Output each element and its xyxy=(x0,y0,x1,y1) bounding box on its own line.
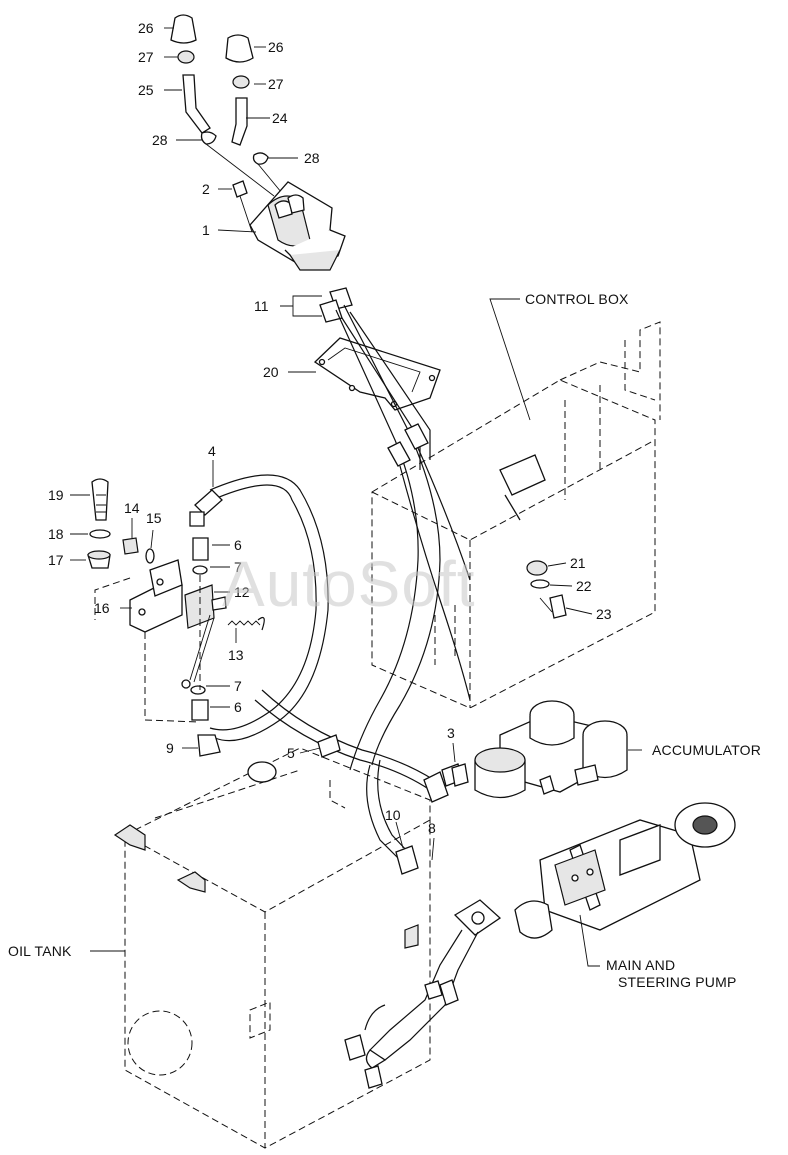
callout-6: 6 xyxy=(234,699,242,715)
nut-28-left xyxy=(200,131,217,145)
callout-11: 11 xyxy=(254,298,269,314)
small-parts xyxy=(87,478,265,757)
knob-26-left xyxy=(170,14,197,44)
watermark: AutoSoft xyxy=(222,548,476,620)
callout-7: 7 xyxy=(234,678,242,694)
nut-27-right xyxy=(232,75,250,89)
callout-15: 15 xyxy=(146,510,162,526)
callout-8: 8 xyxy=(428,820,436,836)
callout-7: 7 xyxy=(234,559,242,575)
pilot-hoses xyxy=(335,304,471,771)
callout-13: 13 xyxy=(228,647,244,663)
callout-19: 19 xyxy=(48,487,64,503)
oring-7-upper xyxy=(192,565,208,575)
connector-11 xyxy=(319,287,353,323)
leader-lines xyxy=(70,27,642,967)
oil-tank-outline xyxy=(113,747,431,1149)
callout-5: 5 xyxy=(287,745,295,761)
nut-27-left xyxy=(177,50,195,64)
callout-20: 20 xyxy=(263,364,279,380)
callout-24: 24 xyxy=(272,110,288,126)
callout-27: 27 xyxy=(138,49,154,65)
callout-6: 6 xyxy=(234,537,242,553)
plug-23 xyxy=(549,594,567,619)
main-steering-pump xyxy=(344,802,736,1089)
callout-2: 2 xyxy=(202,181,210,197)
hose-4 xyxy=(189,474,329,742)
accumulator xyxy=(451,700,628,799)
label-accumulator: ACCUMULATOR xyxy=(652,742,761,758)
fitting-6-lower xyxy=(191,699,209,721)
callout-14: 14 xyxy=(124,500,140,516)
control-box-outline xyxy=(371,321,661,709)
label-control-box: CONTROL BOX xyxy=(525,291,629,307)
callout-22: 22 xyxy=(576,578,592,594)
oring-7-lower xyxy=(190,685,206,695)
callout-9: 9 xyxy=(166,740,174,756)
washer-15 xyxy=(145,548,155,564)
callout-10: 10 xyxy=(385,807,401,823)
fittings-21-23 xyxy=(526,560,567,619)
callout-23: 23 xyxy=(596,606,612,622)
callout-25: 25 xyxy=(138,82,154,98)
bolt-19 xyxy=(91,478,109,521)
washer-22 xyxy=(530,579,550,589)
callout-3: 3 xyxy=(447,725,455,741)
adapter-21 xyxy=(526,560,548,576)
callout-21: 21 xyxy=(570,555,586,571)
lever-24 xyxy=(231,97,248,146)
pilot-valve xyxy=(170,14,346,271)
callout-28: 28 xyxy=(152,132,168,148)
label-oil-tank: OIL TANK xyxy=(8,943,72,959)
label-pump-line2: STEERING PUMP xyxy=(618,974,737,990)
nut-28-right xyxy=(252,152,269,165)
callout-4: 4 xyxy=(208,443,216,459)
elbow-9 xyxy=(197,734,221,757)
callout-26: 26 xyxy=(268,39,284,55)
label-pump-line1: MAIN AND xyxy=(606,957,675,973)
nut-14 xyxy=(122,537,139,555)
callout-12: 12 xyxy=(234,584,250,600)
callouts: 26 27 25 28 26 27 24 28 2 1 11 20 4 19 1… xyxy=(48,20,612,836)
labels: CONTROL BOX ACCUMULATOR MAIN AND STEERIN… xyxy=(8,291,761,990)
callout-18: 18 xyxy=(48,526,64,542)
callout-1: 1 xyxy=(202,222,210,238)
callout-27: 27 xyxy=(268,76,284,92)
callout-16: 16 xyxy=(94,600,110,616)
hose-5-10 xyxy=(254,689,463,875)
callout-17: 17 xyxy=(48,552,64,568)
lever-25 xyxy=(182,74,211,134)
fitting-6-upper xyxy=(192,537,209,561)
knob-26-right xyxy=(225,34,254,63)
callout-26: 26 xyxy=(138,20,154,36)
callout-28: 28 xyxy=(304,150,320,166)
washer-18 xyxy=(89,529,111,539)
